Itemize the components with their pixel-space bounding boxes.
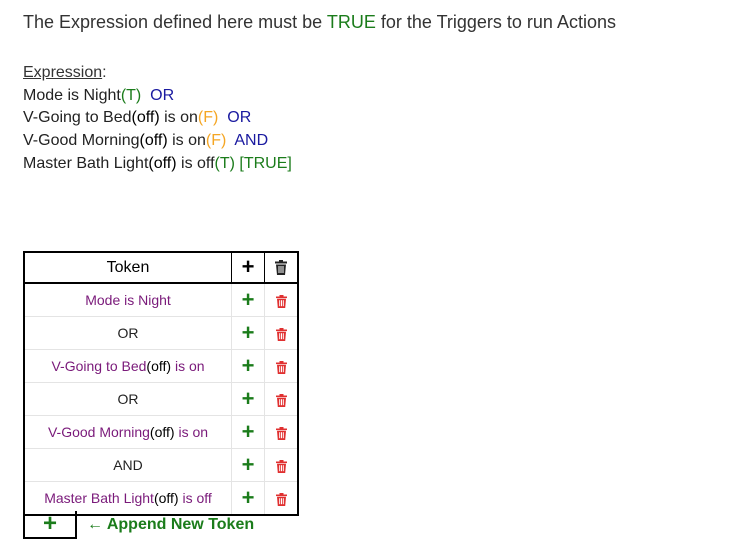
delete-token-button[interactable]: [265, 482, 299, 516]
expression-segment: (T) [TRUE]: [214, 154, 292, 172]
token-row: V-Good Morning(off) is on +: [24, 415, 298, 449]
plus-icon[interactable]: +: [241, 386, 255, 411]
delete-token-button[interactable]: [264, 283, 298, 317]
expression-line: Mode is Night(T) OR: [23, 85, 292, 108]
token-text[interactable]: AND: [24, 448, 232, 482]
expression-segment: Master Bath Light: [23, 154, 149, 172]
delete-token-button[interactable]: [264, 415, 298, 449]
expression-segment: is on: [159, 109, 198, 127]
token-segment: V-Going to Bed: [51, 358, 147, 374]
delete-token-button[interactable]: [264, 349, 298, 383]
token-segment: (off): [146, 358, 172, 374]
token-segment: is on: [171, 358, 205, 374]
header-delete-button[interactable]: [264, 252, 298, 284]
expression-segment: V-Going to Bed: [23, 109, 132, 127]
plus-icon[interactable]: +: [241, 254, 255, 279]
header-add-button[interactable]: +: [231, 252, 265, 284]
token-segment: AND: [113, 457, 143, 473]
heading-keyword: TRUE: [326, 12, 376, 32]
expression-segment: Mode is Night: [23, 86, 121, 104]
token-text[interactable]: OR: [24, 316, 232, 350]
trash-icon[interactable]: [275, 360, 287, 374]
expression-segment: (off): [148, 154, 177, 172]
expression-label: Expression: [23, 64, 103, 81]
token-row: V-Going to Bed(off) is on +: [24, 349, 298, 383]
token-row: OR +: [24, 382, 298, 416]
expression-segment: AND: [226, 132, 269, 150]
expression-segment: (F): [197, 109, 219, 127]
insert-token-button[interactable]: +: [231, 481, 265, 515]
insert-token-button[interactable]: +: [231, 349, 265, 383]
token-table-header: Token +: [24, 252, 298, 284]
token-segment: OR: [117, 391, 139, 407]
delete-token-button[interactable]: [264, 316, 298, 350]
token-row: Master Bath Light(off) is off +: [24, 481, 299, 516]
insert-token-button[interactable]: +: [231, 382, 265, 416]
expression-label-line: Expression:: [23, 62, 292, 85]
token-segment: (off): [149, 424, 175, 440]
expression-segment: (F): [205, 132, 227, 150]
expression-segment: (off): [139, 132, 168, 150]
expression-segment: OR: [141, 86, 175, 104]
insert-token-button[interactable]: +: [231, 448, 265, 482]
plus-icon[interactable]: +: [241, 452, 255, 477]
token-text[interactable]: OR: [24, 382, 232, 416]
token-text[interactable]: Mode is Night: [24, 283, 232, 317]
plus-icon[interactable]: +: [241, 485, 255, 510]
token-segment: Mode is Night: [85, 292, 171, 308]
expression-segment: V-Good Morning: [23, 132, 140, 150]
token-text[interactable]: V-Good Morning(off) is on: [24, 415, 232, 449]
trash-icon[interactable]: [275, 426, 287, 440]
plus-icon[interactable]: +: [241, 320, 255, 345]
append-token-area: + ← Append New Token: [23, 510, 255, 539]
expression-line: V-Good Morning(off) is on(F) AND: [23, 130, 292, 153]
token-segment: (off): [153, 490, 179, 506]
expression-segment: (T): [120, 86, 142, 104]
expression-colon: :: [102, 64, 107, 81]
expression-line: Master Bath Light(off) is off(T) [TRUE]: [23, 153, 292, 176]
plus-icon[interactable]: +: [241, 287, 255, 312]
expression-segment: OR: [218, 109, 252, 127]
token-segment: V-Good Morning: [47, 424, 150, 440]
trash-icon[interactable]: [275, 294, 287, 308]
token-row: Mode is Night +: [24, 283, 298, 317]
expression-segment: is on: [167, 132, 206, 150]
trash-icon[interactable]: [275, 393, 287, 407]
append-token-label[interactable]: ← Append New Token: [87, 516, 255, 533]
trash-icon[interactable]: [275, 259, 287, 275]
token-row: AND +: [24, 448, 298, 482]
token-segment: is off: [178, 490, 212, 506]
heading-prefix: The Expression defined here must be: [23, 12, 327, 32]
token-segment: is on: [174, 424, 209, 440]
delete-token-button[interactable]: [264, 448, 298, 482]
trash-icon[interactable]: [275, 327, 287, 341]
token-segment: Master Bath Light: [44, 490, 154, 506]
heading-suffix: for the Triggers to run Actions: [375, 12, 616, 32]
token-table: Token + Mode is Night+OR+V-Going to Bed(…: [23, 251, 299, 516]
append-token-button[interactable]: +: [23, 510, 77, 539]
insert-token-button[interactable]: +: [231, 283, 265, 317]
token-text[interactable]: Master Bath Light(off) is off: [24, 481, 232, 515]
trash-icon[interactable]: [275, 459, 287, 473]
expression-line: V-Going to Bed(off) is on(F) OR: [23, 107, 292, 130]
plus-icon[interactable]: +: [241, 419, 255, 444]
expression-segment: is off: [176, 154, 215, 172]
token-text[interactable]: V-Going to Bed(off) is on: [24, 349, 232, 383]
token-segment: OR: [117, 325, 139, 341]
expression-segment: (off): [131, 109, 160, 127]
trash-icon[interactable]: [275, 492, 287, 506]
insert-token-button[interactable]: +: [231, 415, 265, 449]
insert-token-button[interactable]: +: [231, 316, 265, 350]
plus-icon[interactable]: +: [241, 353, 255, 378]
token-column-header: Token: [24, 252, 232, 284]
page-heading: The Expression defined here must be TRUE…: [23, 12, 616, 33]
delete-token-button[interactable]: [264, 382, 298, 416]
token-row: OR +: [24, 316, 298, 350]
